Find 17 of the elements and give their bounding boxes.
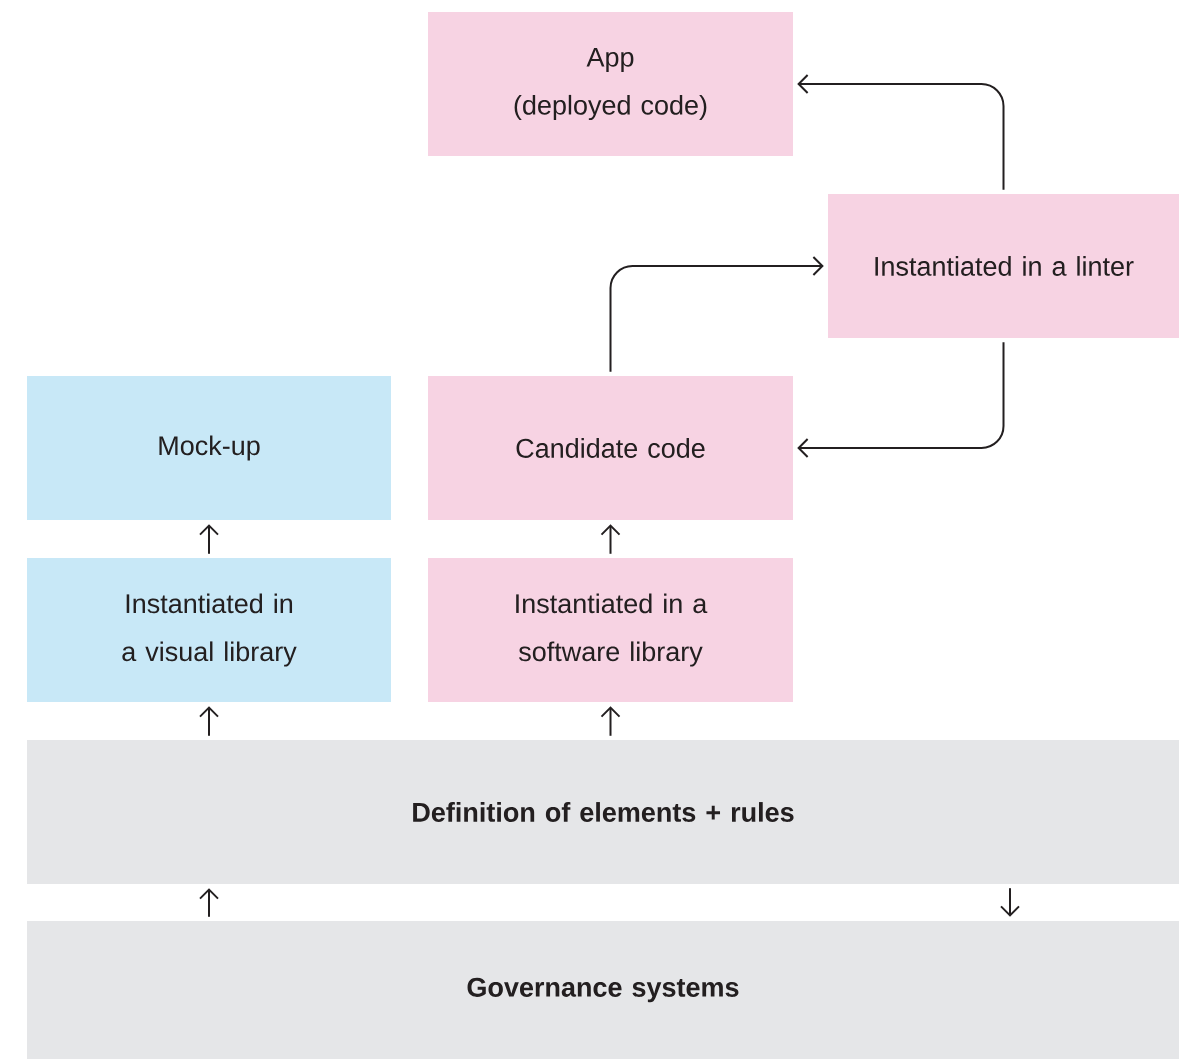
arrow	[600, 706, 621, 737]
process-box: Instantiated in a linter	[828, 194, 1179, 338]
arrow	[1000, 887, 1020, 917]
arrow	[797, 74, 1005, 191]
arrow	[199, 524, 219, 555]
arrow	[199, 706, 219, 737]
process-box: Mock-up	[27, 376, 391, 520]
process-box: Governance systems	[27, 921, 1179, 1059]
arrow	[609, 256, 824, 373]
arrow	[199, 888, 219, 918]
process-box: Candidate code	[428, 376, 793, 520]
process-box: Instantiated in a software library	[428, 558, 793, 702]
arrow	[797, 341, 1005, 458]
process-box: Definition of elements + rules	[27, 740, 1179, 884]
process-box: Instantiated in a visual library	[27, 558, 391, 702]
process-box: App (deployed code)	[428, 12, 793, 156]
arrow	[600, 524, 621, 555]
